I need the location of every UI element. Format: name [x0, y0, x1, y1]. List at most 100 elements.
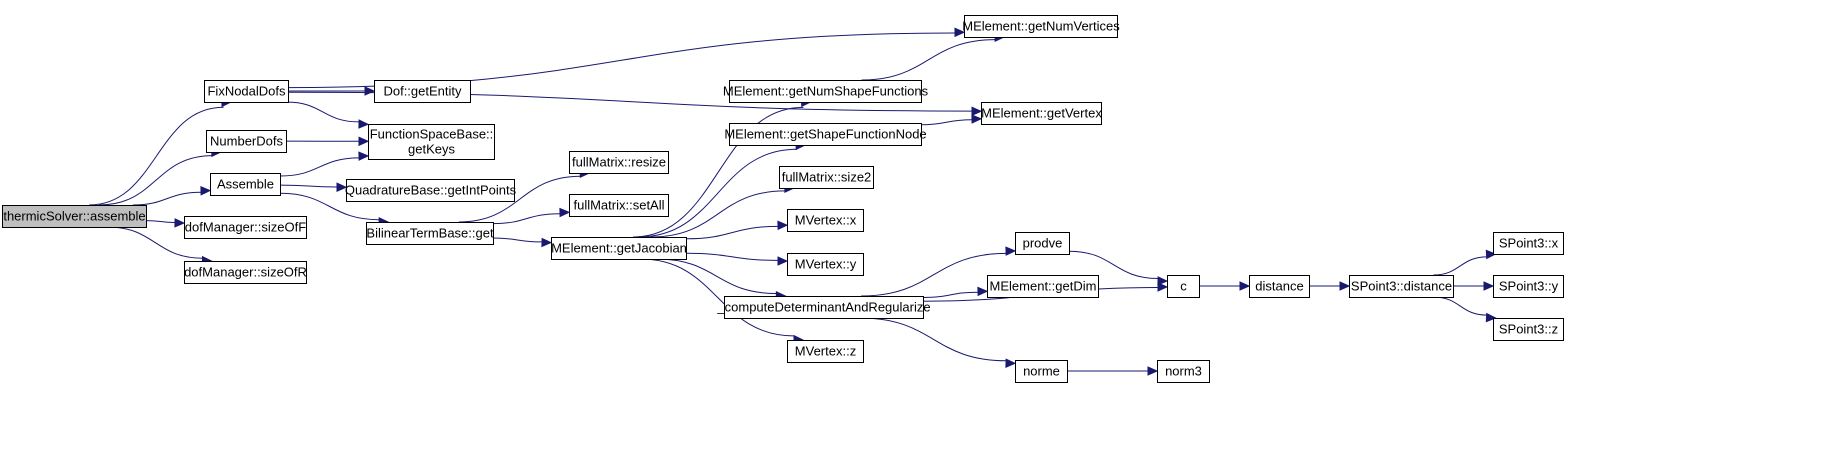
node-mvx[interactable]: MVertex::x [787, 209, 864, 232]
node-sizeofr[interactable]: dofManager::sizeOfR [184, 261, 307, 284]
node-getintpoints[interactable]: QuadratureBase::getIntPoints [345, 179, 517, 202]
node-getdim[interactable]: MElement::getDim [987, 275, 1099, 298]
arrowhead-icon [971, 114, 983, 124]
node-box [210, 173, 281, 196]
edge-bilinearget-to-setall [492, 207, 571, 225]
node-norme[interactable]: norme [1015, 360, 1068, 383]
edge-line [650, 190, 786, 238]
node-box [569, 194, 669, 217]
edge-line [1433, 296, 1488, 316]
node-resize[interactable]: fullMatrix::resize [569, 151, 669, 174]
edge-line [1068, 250, 1159, 279]
node-mvy[interactable]: MVertex::y [787, 253, 864, 276]
node-box [184, 216, 307, 239]
node-computedet[interactable]: _computeDeterminantAndRegularize [716, 296, 931, 319]
arrowhead-icon [559, 207, 571, 218]
edge-root-to-numberdofs [99, 147, 223, 206]
arrowhead-icon [358, 119, 370, 129]
node-box [1493, 318, 1564, 341]
arrowhead-icon [336, 182, 348, 192]
node-root[interactable]: thermicSolver::assemble [2, 205, 147, 228]
arrowhead-icon [1005, 246, 1017, 256]
node-size2[interactable]: fullMatrix::size2 [779, 166, 874, 189]
edge-norme-to-norm3 [1066, 366, 1159, 376]
node-box [787, 209, 864, 232]
node-label: norm3 [1165, 364, 1202, 379]
node-assemble[interactable]: Assemble [210, 173, 281, 196]
node-box [964, 15, 1118, 38]
node-label: Assemble [217, 177, 274, 192]
arrowhead-icon [1339, 281, 1351, 291]
arrowhead-icon [954, 27, 966, 38]
node-label: dofManager::sizeOfR [184, 265, 307, 280]
node-box [1157, 360, 1210, 383]
node-label: SPoint3::x [1499, 236, 1559, 251]
node-box [1493, 232, 1564, 255]
node-distance[interactable]: distance [1249, 275, 1310, 298]
node-box [787, 253, 864, 276]
node-getnumvertices[interactable]: MElement::getNumVertices [962, 15, 1120, 38]
edge-fixnodal-to-getkeys [286, 101, 370, 129]
node-getentity[interactable]: Dof::getEntity [374, 80, 471, 103]
node-box [987, 275, 1099, 298]
node-bilinearget[interactable]: BilinearTermBase::get [366, 222, 494, 245]
node-prodve[interactable]: prodve [1015, 232, 1070, 255]
arrowhead-icon [977, 286, 989, 297]
node-sp3distance[interactable]: SPoint3::distance [1349, 275, 1454, 298]
edge-line [286, 101, 360, 123]
edge-getshapenode-to-getvertex [920, 114, 983, 126]
node-label: MElement::getNumVertices [962, 19, 1120, 34]
nodes-layer: thermicSolver::assemble FixNodalDofsNumbe… [2, 15, 1564, 383]
node-box [981, 102, 1102, 125]
node-sp3y[interactable]: SPoint3::y [1493, 275, 1564, 298]
arrowhead-icon [1147, 366, 1159, 376]
node-fixnodal[interactable]: FixNodalDofs [204, 80, 289, 103]
node-label: dofManager::sizeOfF [185, 220, 306, 235]
node-getjacobian[interactable]: MElement::getJacobian [551, 237, 687, 260]
node-getvertex[interactable]: MElement::getVertex [981, 102, 1102, 125]
node-norm3[interactable]: norm3 [1157, 360, 1210, 383]
node-box [724, 296, 924, 319]
node-label: thermicSolver::assemble [3, 209, 145, 224]
node-label: MElement::getJacobian [551, 241, 687, 256]
node-getnumshape[interactable]: MElement::getNumShapeFunctions [723, 80, 929, 103]
arrowhead-icon [174, 218, 186, 228]
edge-numberdofs-to-getkeys [285, 136, 370, 147]
edge-sp3distance-to-sp3z [1433, 296, 1497, 323]
node-sp3z[interactable]: SPoint3::z [1493, 318, 1564, 341]
node-label: MElement::getShapeFunctionNode [724, 127, 926, 142]
node-c[interactable]: c [1167, 275, 1200, 298]
edge-line [279, 184, 338, 188]
node-getshapenode[interactable]: MElement::getShapeFunctionNode [724, 123, 927, 146]
node-getkeys[interactable]: FunctionSpaceBase::getKeys [368, 124, 495, 160]
node-label: NumberDofs [210, 134, 283, 149]
edge-getjacobian-to-mvy [685, 252, 789, 266]
node-setall[interactable]: fullMatrix::setAll [569, 194, 669, 217]
node-label: Dof::getEntity [383, 84, 462, 99]
edge-getjacobian-to-size2 [650, 183, 796, 238]
edge-assemble-to-getintpoints [279, 182, 348, 192]
node-sizeoff[interactable]: dofManager::sizeOfF [184, 216, 307, 239]
edge-c-to-distance [1198, 281, 1251, 291]
node-label: c [1180, 279, 1187, 294]
node-label: BilinearTermBase::get [366, 226, 494, 241]
arrowhead-icon [777, 256, 789, 266]
node-box [779, 166, 874, 189]
node-label: MVertex::y [795, 257, 857, 272]
arrowhead-icon [1157, 282, 1169, 292]
node-sp3x[interactable]: SPoint3::x [1493, 232, 1564, 255]
node-label: SPoint3::z [1499, 322, 1558, 337]
edge-line [107, 226, 203, 259]
edge-root-to-sizeoff [145, 218, 186, 228]
node-numberdofs[interactable]: NumberDofs [206, 130, 287, 153]
edge-bilinearget-to-getjacobian [492, 237, 553, 248]
edge-line [685, 225, 779, 240]
edge-line [279, 157, 360, 177]
node-box [1015, 232, 1070, 255]
node-label: FixNodalDofs [207, 84, 286, 99]
node-label: MVertex::x [795, 213, 857, 228]
node-mvz[interactable]: MVertex::z [787, 340, 864, 363]
node-label: norme [1023, 364, 1060, 379]
edge-root-to-assemble [132, 186, 212, 206]
